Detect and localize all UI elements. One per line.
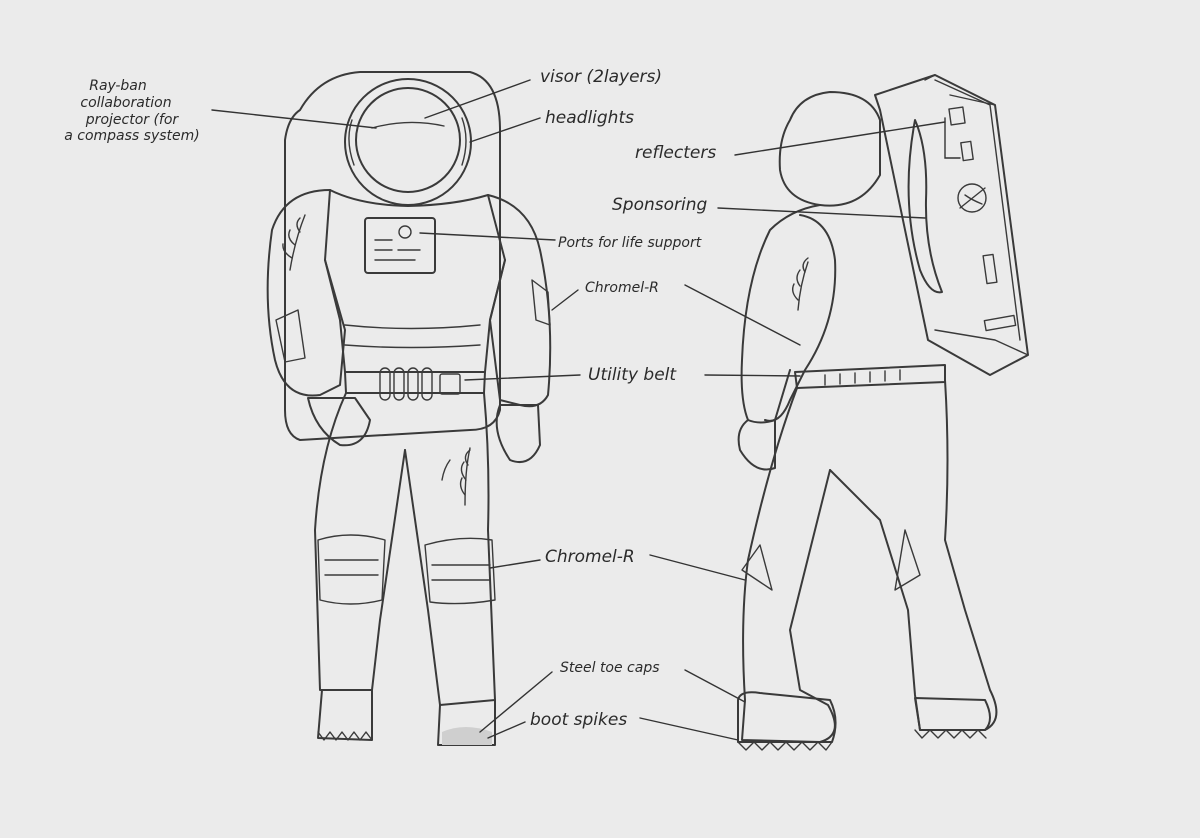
leader-steel-toe-front	[479, 671, 553, 733]
reflector-mid	[960, 140, 974, 162]
back-left-leg	[741, 387, 836, 743]
label-chromel-arm: Chromel-R	[585, 280, 659, 296]
front-backpack	[284, 71, 501, 441]
leader-belt-back	[704, 374, 801, 377]
leader-headlights	[469, 117, 541, 143]
front-right-arm	[487, 194, 552, 408]
leader-chromel-arm-back	[684, 284, 801, 346]
leader-spikes-front	[487, 721, 526, 739]
label-raybans-4: a compass system)	[64, 128, 200, 144]
sponsor-swoosh	[907, 119, 943, 294]
label-utility-belt: Utility belt	[588, 365, 677, 385]
label-boot-spikes: boot spikes	[530, 710, 627, 730]
label-visor: visor (2layers)	[540, 67, 662, 87]
leader-lines	[211, 79, 961, 741]
label-steel-toe: Steel toe caps	[560, 660, 660, 676]
label-headlights: headlights	[545, 108, 634, 128]
leader-reflecters-bracket	[944, 117, 961, 159]
front-visor	[355, 87, 461, 193]
leader-chromel-knee-front	[489, 559, 541, 569]
front-left-boot	[317, 689, 373, 741]
leader-sponsoring	[717, 207, 926, 219]
back-right-boot	[914, 697, 991, 731]
label-raybans-3: projector (for	[85, 112, 180, 128]
back-view-suit	[737, 74, 1029, 751]
front-view-suit	[266, 71, 552, 746]
front-left-knee	[317, 534, 386, 605]
label-reflecters: reflecters	[635, 143, 716, 163]
reflector-top	[948, 106, 966, 126]
front-helmet	[344, 78, 472, 206]
back-glove	[737, 419, 776, 471]
front-left-leg	[314, 392, 406, 691]
front-right-glove	[495, 404, 541, 464]
sponsor-badge	[957, 183, 987, 213]
back-helmet	[778, 91, 881, 207]
label-ports: Ports for life support	[558, 235, 702, 251]
label-sponsoring: Sponsoring	[612, 195, 708, 215]
front-left-arm	[266, 189, 346, 397]
back-arm	[764, 214, 837, 422]
leader-raybans	[211, 109, 377, 129]
label-chromel-knee: Chromel-R	[545, 547, 635, 567]
chest-panel	[364, 217, 436, 274]
front-right-leg	[404, 392, 496, 706]
back-backpack	[874, 74, 1029, 376]
leader-belt-front	[464, 374, 581, 381]
label-raybans-1: Ray-ban	[89, 78, 146, 94]
leader-visor	[424, 79, 531, 119]
label-raybans-2: collaboration	[80, 95, 171, 111]
front-left-glove	[307, 397, 371, 447]
leader-chromel-knee-back	[649, 554, 746, 581]
back-body	[740, 204, 821, 424]
leader-steel-toe-back	[684, 669, 746, 703]
leader-chromel-arm-front	[551, 289, 579, 311]
labels: Ray-ban collaboration projector (for a c…	[64, 67, 716, 730]
back-left-boot	[737, 691, 837, 743]
leader-spikes-back	[639, 717, 739, 741]
leader-ports	[419, 232, 556, 241]
leader-reflecters	[734, 121, 946, 156]
front-belt	[344, 371, 486, 394]
front-right-knee	[424, 537, 496, 605]
